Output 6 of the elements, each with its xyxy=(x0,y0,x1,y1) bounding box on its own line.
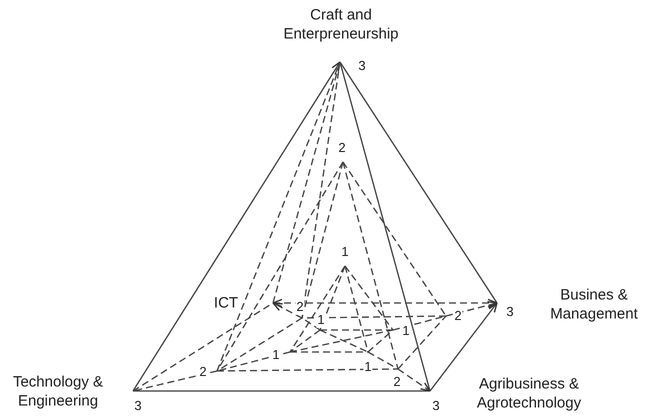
category-label: Busines & Management xyxy=(549,286,639,324)
category-label: Agribusiness & Agrotechnology xyxy=(476,375,582,413)
level-number: 2 xyxy=(295,298,305,316)
category-label: ICT xyxy=(214,294,238,314)
category-label: Technology & Engineering xyxy=(12,373,104,411)
category-label: Craft and Enterpreneurship xyxy=(282,6,400,44)
